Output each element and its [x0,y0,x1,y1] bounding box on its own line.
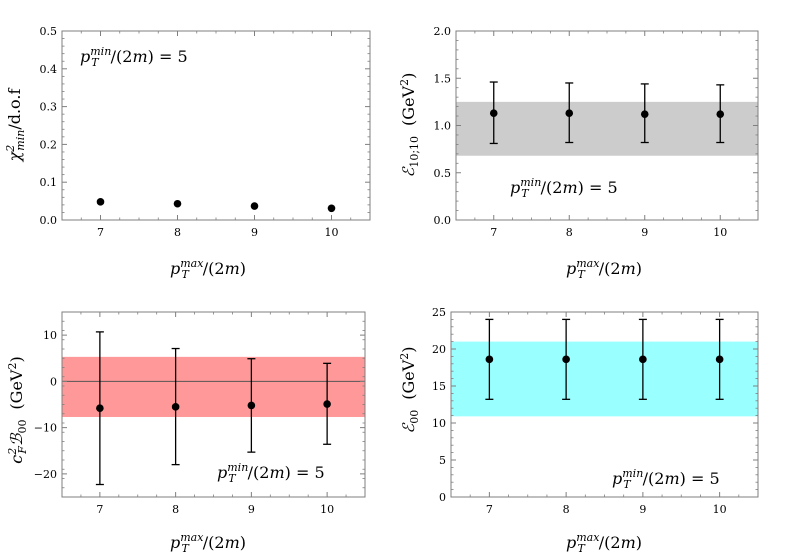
panel-chi2-data-point [250,202,259,210]
panel-e00-xtick-label: 10 [713,503,727,516]
panel-b00-xtick-label: 10 [320,503,334,516]
panel-chi2: 7 8 9 10 0.0 0.1 0.2 0.3 0.4 0.5 [40,25,371,239]
panel-b00-ytick-label: −20 [34,468,57,481]
panel-e00-data-point [485,355,494,364]
panel-e00-ytick-label: 10 [432,417,446,430]
panel-b00: 7 8 9 10 −20 −10 0 10 [34,311,366,516]
panel-e00-ytick-label: 5 [439,454,446,467]
panel-e00-data-point [715,355,724,364]
panel-chi2-ylabel: χ2min/d.o.f [4,88,27,163]
panel-e1010-band [456,101,758,156]
panel-chi2-xtick-label: 8 [174,226,181,239]
panel-e00-data-point [639,355,647,364]
panel-e1010-data-point [565,109,574,118]
panel-b00-data-point [247,401,256,410]
panel-e00: 7 8 9 10 0 5 10 15 20 25 [432,306,759,516]
panel-chi2-data-point [327,204,336,213]
panel-chi2-xtick-label: 10 [325,226,339,239]
panel-chi2-xtick-label: 9 [251,226,258,239]
panel-e00-ytick-label: 0 [439,491,446,504]
panel-chi2-ytick-label: 0.0 [40,214,58,227]
panel-e1010-ytick-label: 2.0 [434,25,452,38]
panel-e1010-xtick-label: 7 [490,226,497,239]
panel-b00-xtick-label: 8 [172,503,179,516]
panel-e00-ytick-label: 25 [432,306,446,319]
panel-chi2-data-point [96,198,105,206]
panel-b00-ytick-label: 0 [50,375,57,388]
panel-e1010-data-point [489,109,498,118]
panel-e1010-xtick-label: 10 [713,226,727,239]
panel-chi2-ytick-label: 0.1 [40,176,58,189]
panel-e1010: 7 8 9 10 0.0 0.5 1.0 1.5 2.0 [434,25,759,239]
panel-e1010-ytick-label: 1.0 [434,120,452,133]
panel-e00-xtick-label: 7 [486,503,493,516]
panel-b00-data-point [323,400,331,408]
panel-b00-ylabel: c2Fℬ00(GeV2) [6,356,29,463]
panel-chi2-ytick-label: 0.4 [40,63,58,76]
panel-chi2-xtick-label: 7 [97,226,104,239]
panel-e1010-ylabel: ℰ10;10(GeV2) [398,73,421,178]
panel-e1010-ytick-label: 0.0 [434,214,452,227]
panel-e00-xtick-label: 8 [563,503,570,516]
panel-chi2-ytick-label: 0.5 [40,25,58,38]
panel-e00-data-point [562,355,570,364]
panel-e1010-ytick-label: 1.5 [434,72,452,85]
panel-e1010-data-point [716,110,725,118]
panel-e1010-xtick-label: 8 [566,226,573,239]
panel-b00-data-point [96,404,104,413]
panel-e1010-xtick-label: 9 [641,226,648,239]
panel-b00-band [62,356,365,417]
panel-e1010-ytick-label: 0.5 [434,167,452,180]
panel-chi2-frame [61,30,371,221]
panel-b00-ytick-label: −10 [34,422,57,435]
panel-e1010-data-point [640,110,649,118]
panel-b00-data-point [171,403,180,411]
panel-chi2-ytick-label: 0.3 [40,101,58,114]
panel-b00-ytick-label: 10 [43,329,57,342]
panel-e00-ytick-label: 20 [432,343,446,356]
panel-e00-band [451,341,758,417]
panel-chi2-ytick-label: 0.2 [40,138,58,151]
panel-b00-xtick-label: 9 [248,503,255,516]
panel-b00-xtick-label: 7 [96,503,103,516]
panel-e00-xtick-label: 9 [639,503,646,516]
panel-e00-ytick-label: 15 [432,380,446,393]
panel-chi2-data-point [173,199,182,208]
panel-e00-ylabel: ℰ00(GeV2) [398,347,421,434]
